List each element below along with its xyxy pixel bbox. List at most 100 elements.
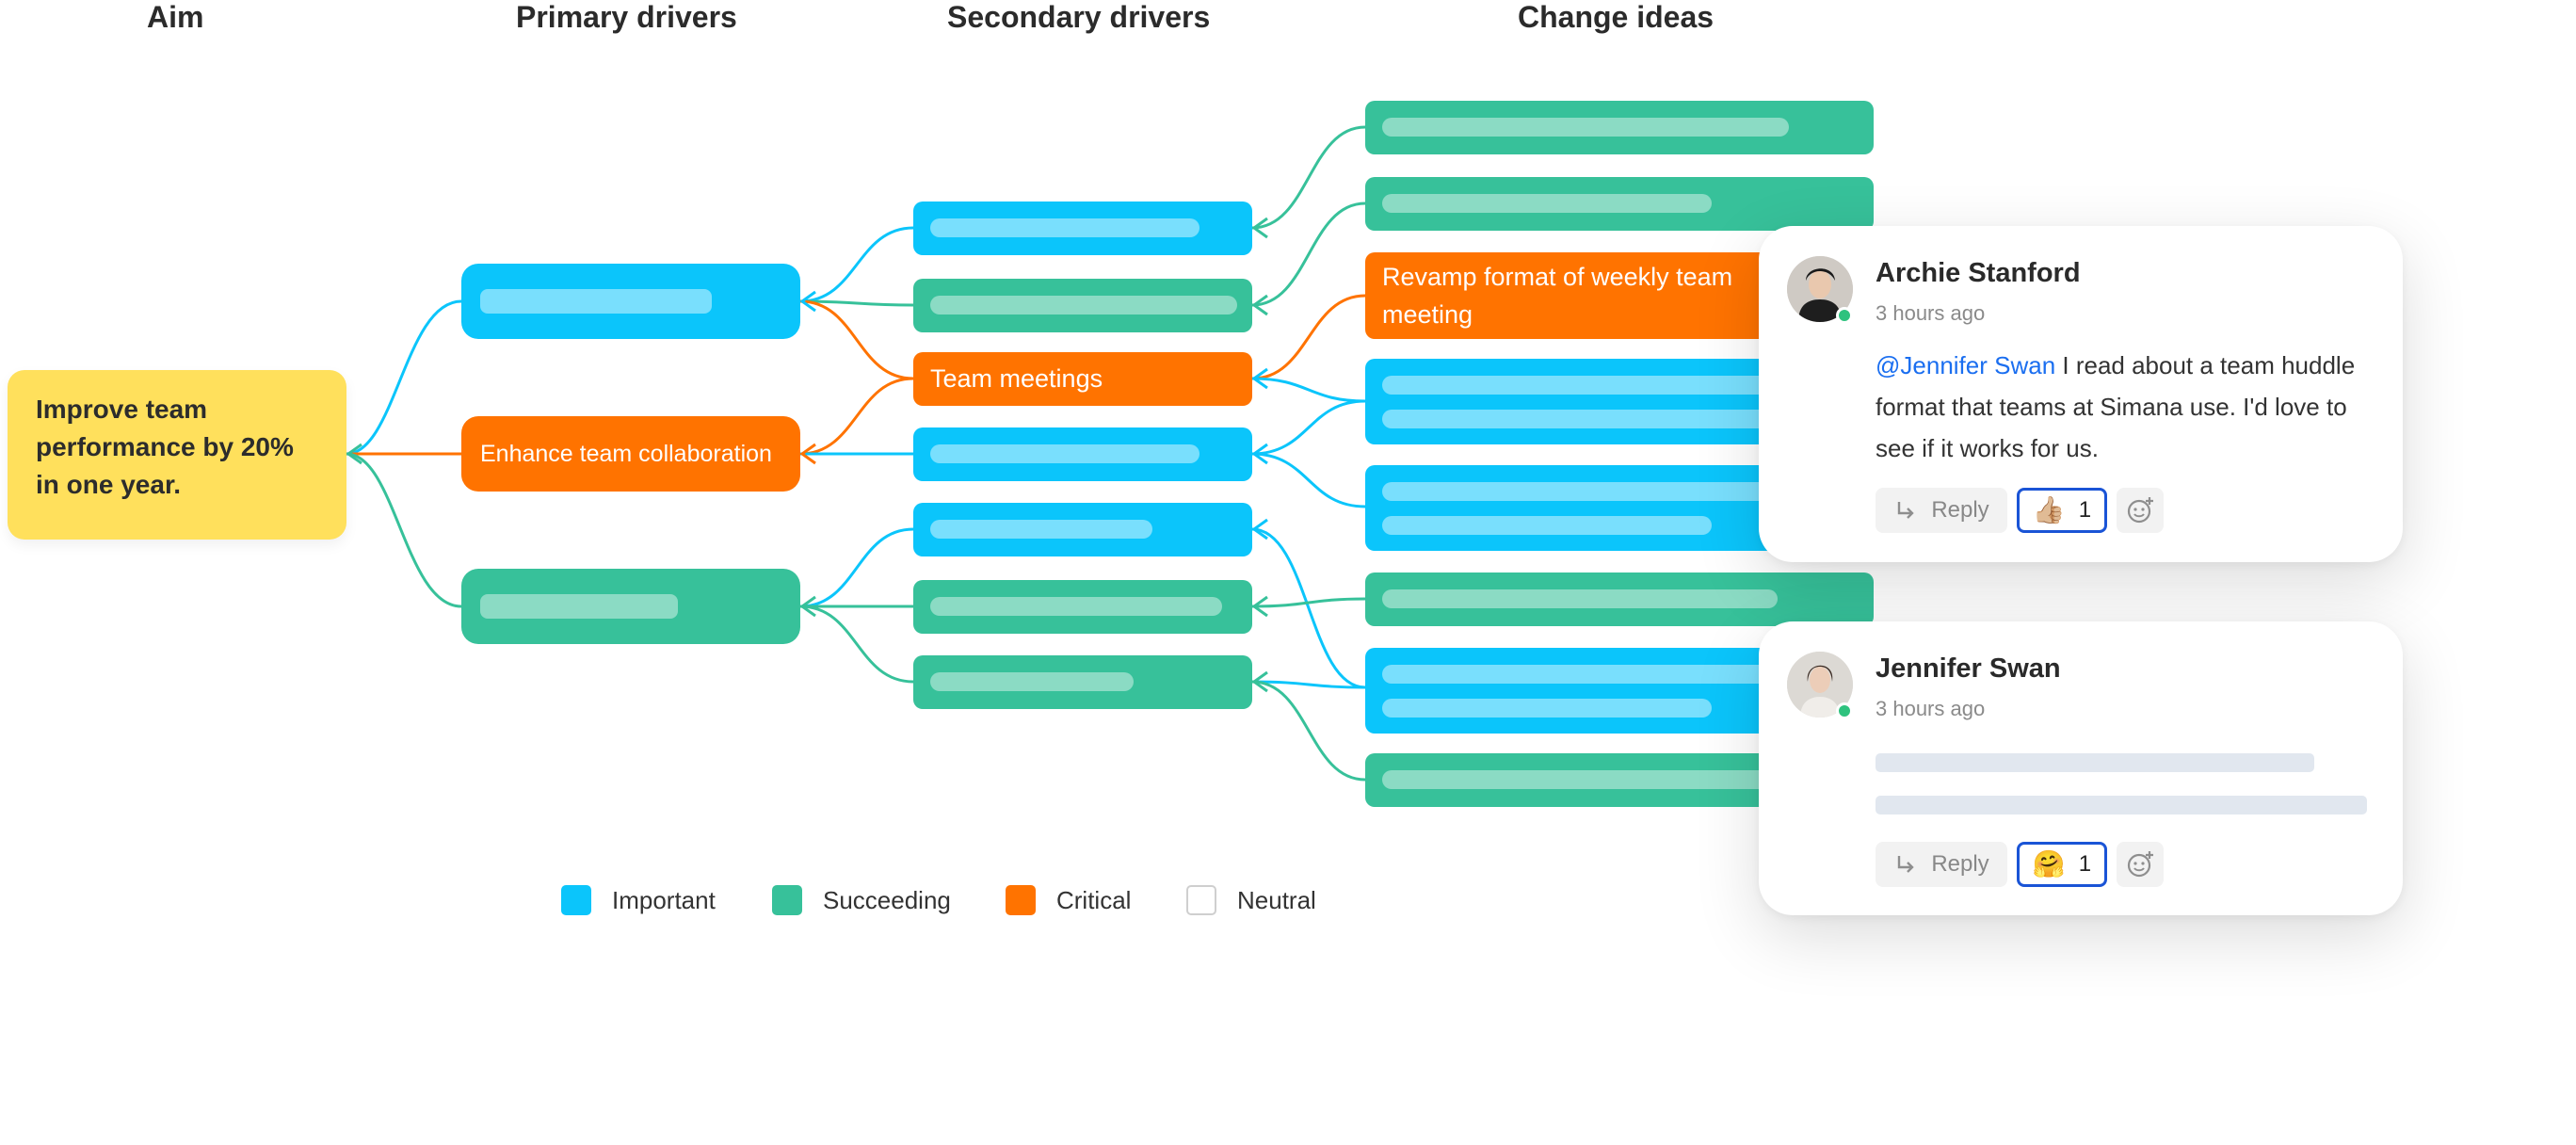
placeholder-bar <box>1382 118 1789 137</box>
placeholder-bar <box>1382 516 1712 535</box>
connector-primary-secondary-1 <box>799 226 914 303</box>
add-reaction-button[interactable] <box>2117 842 2164 887</box>
change-idea-6[interactable] <box>1365 572 1874 626</box>
column-header-primary-drivers: Primary drivers <box>516 0 737 34</box>
reaction-button[interactable]: 👍🏼 1 <box>2017 488 2107 533</box>
hugging-face-icon: 🤗 <box>2032 849 2066 879</box>
connector-primary-secondary-2 <box>799 299 914 307</box>
placeholder-bar <box>1382 770 1778 789</box>
comment-author: Archie Stanford <box>1876 258 2081 288</box>
online-status-indicator <box>1836 307 1853 324</box>
comment-card: Jennifer Swan 3 hours ago Reply 🤗 1 <box>1759 621 2403 915</box>
placeholder-bar <box>1382 376 1778 395</box>
secondary-driver-6[interactable] <box>913 580 1252 634</box>
legend-swatch-critical <box>1006 885 1036 915</box>
legend-swatch-succeeding <box>772 885 802 915</box>
legend-label: Important <box>612 885 716 914</box>
placeholder-bar <box>930 296 1237 314</box>
legend-label: Critical <box>1056 885 1132 914</box>
placeholder-line <box>1876 796 2367 814</box>
reaction-count: 1 <box>2078 851 2092 877</box>
comment-author: Jennifer Swan <box>1876 653 2061 684</box>
reply-arrow-icon <box>1898 856 1915 873</box>
placeholder-bar <box>1382 699 1712 718</box>
placeholder-bar <box>1382 665 1778 684</box>
legend-item-critical: Critical <box>1006 883 1131 917</box>
connector-aim-primary-1 <box>346 299 462 456</box>
online-status-indicator <box>1836 702 1853 719</box>
mention-link[interactable]: @Jennifer Swan <box>1876 351 2056 379</box>
connector-secondary-change-2 <box>1251 202 1366 307</box>
comment-card: Archie Stanford 3 hours ago @Jennifer Sw… <box>1759 226 2403 562</box>
placeholder-bar <box>930 444 1199 463</box>
secondary-driver-5[interactable] <box>913 503 1252 556</box>
secondary-driver-label: Team meetings <box>930 364 1103 393</box>
connector-secondary-change-9 <box>1251 680 1366 689</box>
placeholder-bar <box>930 520 1152 539</box>
legend-swatch-neutral <box>1186 885 1216 915</box>
legend-swatch-important <box>561 885 591 915</box>
add-emoji-icon <box>2127 497 2153 524</box>
aim-text: Improve team performance by 20% in one y… <box>36 395 294 499</box>
reaction-count: 1 <box>2078 497 2092 523</box>
comment-text: @Jennifer Swan I read about a team huddl… <box>1876 345 2384 469</box>
change-idea-label: Revamp format of weekly team meeting <box>1382 263 1733 329</box>
connector-secondary-change-4 <box>1251 377 1366 403</box>
add-emoji-icon <box>2127 851 2153 878</box>
connector-secondary-change-8 <box>1251 597 1366 608</box>
comment-time: 3 hours ago <box>1876 697 1986 720</box>
comment-body: I read about a team huddle format that t… <box>1876 351 2356 462</box>
secondary-driver-1[interactable] <box>913 202 1252 255</box>
legend-label: Neutral <box>1237 885 1316 914</box>
connector-primary-secondary-3 <box>799 299 914 380</box>
reply-button[interactable]: Reply <box>1876 842 2007 887</box>
add-reaction-button[interactable] <box>2117 488 2164 533</box>
connector-primary-secondary-8 <box>799 605 914 684</box>
secondary-driver-3[interactable]: Team meetings <box>913 352 1252 406</box>
placeholder-bar <box>1382 482 1778 501</box>
connector-secondary-change-6 <box>1251 452 1366 508</box>
placeholder-bar <box>480 289 712 314</box>
placeholder-bar <box>480 594 678 619</box>
placeholder-bar <box>1382 589 1778 608</box>
connector-primary-secondary-4 <box>799 377 914 456</box>
change-idea-2[interactable] <box>1365 177 1874 231</box>
secondary-driver-2[interactable] <box>913 279 1252 332</box>
person-avatar-icon <box>1787 652 1853 718</box>
primary-driver-3[interactable] <box>461 569 800 644</box>
thumbs-up-icon: 👍🏼 <box>2032 495 2066 524</box>
comment-time: 3 hours ago <box>1876 301 1986 325</box>
reply-label: Reply <box>1931 497 1989 523</box>
secondary-driver-7[interactable] <box>913 655 1252 709</box>
connector-aim-primary-3 <box>346 452 462 608</box>
legend-label: Succeeding <box>823 885 951 914</box>
connector-secondary-change-7 <box>1251 527 1366 689</box>
placeholder-bar <box>930 672 1134 691</box>
connector-secondary-change-1 <box>1251 125 1366 230</box>
connector-secondary-change-3 <box>1251 294 1366 380</box>
reply-button[interactable]: Reply <box>1876 488 2007 533</box>
reaction-button[interactable]: 🤗 1 <box>2017 842 2107 887</box>
placeholder-bar <box>1382 410 1778 428</box>
column-header-secondary-drivers: Secondary drivers <box>947 0 1211 34</box>
connector-secondary-change-10 <box>1251 680 1366 782</box>
legend-item-succeeding: Succeeding <box>772 883 951 917</box>
connector-secondary-change-5 <box>1251 399 1366 456</box>
legend-item-neutral: Neutral <box>1186 883 1316 917</box>
column-header-change-ideas: Change ideas <box>1518 0 1715 34</box>
primary-driver-1[interactable] <box>461 264 800 339</box>
placeholder-bar <box>1382 194 1712 213</box>
change-idea-1[interactable] <box>1365 101 1874 154</box>
legend-item-important: Important <box>561 883 716 917</box>
connector-primary-secondary-6 <box>799 527 914 608</box>
column-header-aim: Aim <box>147 0 204 34</box>
reply-label: Reply <box>1931 851 1989 877</box>
placeholder-line <box>1876 753 2314 772</box>
secondary-driver-4[interactable] <box>913 427 1252 481</box>
placeholder-bar <box>930 218 1199 237</box>
aim-node[interactable]: Improve team performance by 20% in one y… <box>8 370 346 540</box>
reply-arrow-icon <box>1898 502 1915 519</box>
primary-driver-2[interactable]: Enhance team collaboration <box>461 416 800 492</box>
placeholder-bar <box>930 597 1222 616</box>
